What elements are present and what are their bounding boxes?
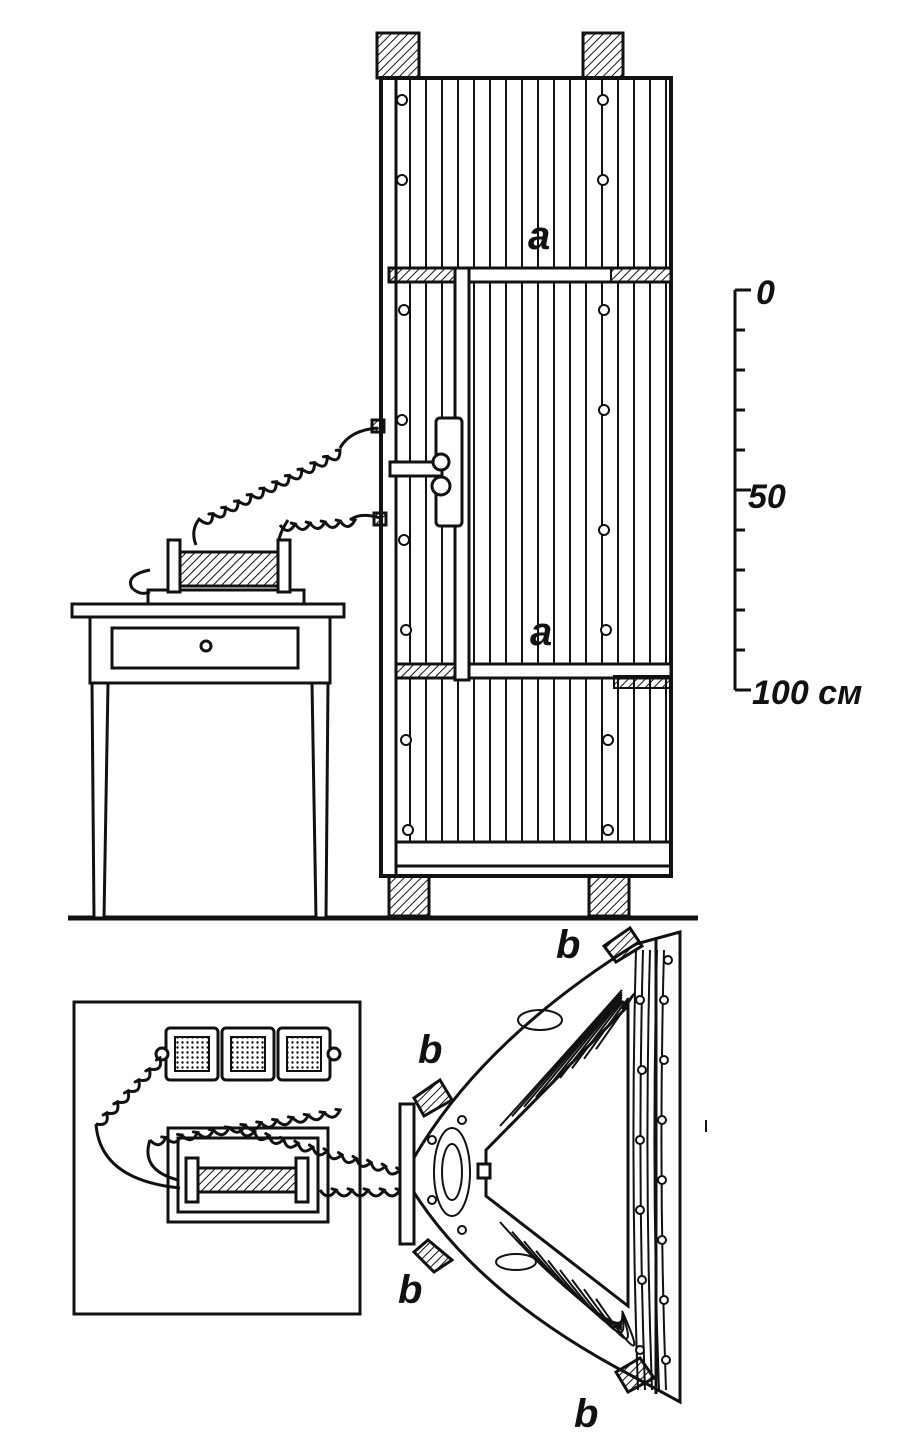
side-table <box>70 602 346 920</box>
label-b-upper: b <box>418 1028 443 1072</box>
label-a-lower: a <box>530 610 553 654</box>
scale-label-zero: 0 <box>756 274 775 312</box>
panel-mechanism <box>370 416 464 528</box>
coiled-cables-plan <box>94 1055 403 1198</box>
scale-label-fifty: 50 <box>748 478 786 516</box>
recording-device-front <box>129 538 306 606</box>
coiled-cables-front <box>192 426 381 551</box>
label-b-top: b <box>556 923 581 967</box>
label-a-upper: a <box>528 214 551 258</box>
label-b-bottom: b <box>574 1392 599 1436</box>
scale-label-hundred: 100 см <box>752 674 863 712</box>
wooden-frame-plan <box>398 925 682 1405</box>
scale-bar <box>733 288 751 692</box>
control-board <box>72 1000 362 1316</box>
label-b-lower: b <box>398 1268 423 1312</box>
